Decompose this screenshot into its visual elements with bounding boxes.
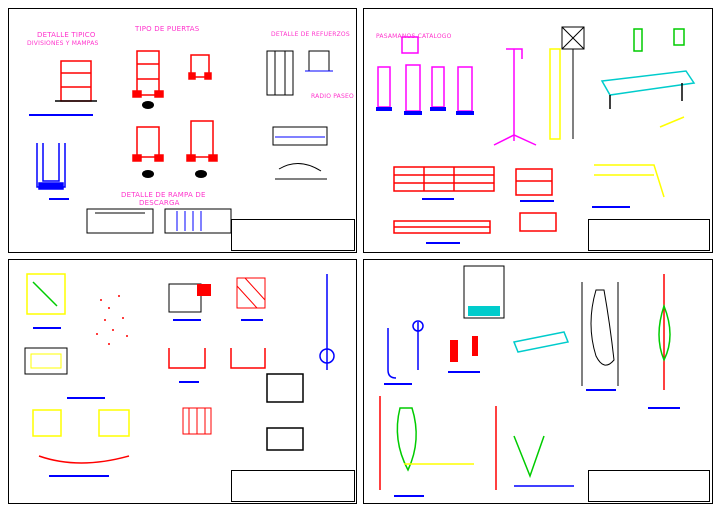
- panel-top-left-drawing: [29, 50, 333, 234]
- title-block-bottom-left: [231, 470, 355, 502]
- catalog-handrails: [377, 36, 473, 112]
- label-detalle-rampa: DETALLE DE RAMPA DE: [121, 191, 206, 199]
- rail-perspective: [512, 331, 570, 353]
- panel-bottom-left-drawing: [24, 273, 335, 477]
- manhole-details: [32, 409, 130, 437]
- plan-detail-yellow: [26, 273, 66, 315]
- grate-plan: [182, 407, 212, 435]
- box-section: [266, 373, 304, 451]
- green-assembly-right: [495, 406, 574, 490]
- section-box: [561, 26, 585, 139]
- door-type-1: [132, 50, 164, 98]
- wall-section: [463, 265, 505, 319]
- label-detalle-tipico: DETALLE TIPICO: [37, 31, 96, 39]
- channel-sections: [168, 348, 266, 369]
- bracket-details: [633, 28, 685, 128]
- tall-profile-green: [658, 274, 671, 390]
- title-underlines: [29, 114, 93, 200]
- hook-details: [387, 320, 424, 379]
- title-block-bottom-right: [588, 470, 710, 502]
- panel-top-right-drawing: [376, 26, 696, 244]
- gravel-section: [96, 295, 128, 345]
- tall-profile-white: [581, 282, 619, 386]
- label-detalle-refuerzos: DETALLE DE REFUERZOS: [271, 31, 350, 38]
- panel-top-right: PASAMANOS CATALOGO: [363, 8, 713, 253]
- label-tipo-de-puertas: TIPO DE PUERTAS: [135, 25, 200, 33]
- railing-elevation-2: [393, 220, 491, 234]
- door-type-4: [186, 120, 218, 162]
- panel-bottom-right: [363, 259, 713, 504]
- title-block-top-left: [231, 219, 355, 251]
- rail-perspective: [600, 70, 696, 109]
- railing-elevation-1: [393, 166, 495, 192]
- label-underlines: [422, 198, 630, 244]
- label-pasamanos: PASAMANOS CATALOGO: [376, 33, 452, 40]
- red-fixtures: [450, 336, 478, 362]
- panel-top-left: DETALLE TIPICO DIVISIONES Y MAMPAS TIPO …: [8, 8, 357, 253]
- label-descarga: DESCARGA: [139, 199, 180, 207]
- ramp-detail: [594, 164, 665, 198]
- catalog-bases: [376, 107, 474, 115]
- label-radio-paseo: RADIO PASEO: [311, 93, 354, 100]
- panel-bottom-right-drawing: [379, 265, 680, 497]
- reinforcement-detail: [266, 50, 333, 96]
- tank-detail: [24, 347, 68, 375]
- lamp-post: [493, 48, 537, 146]
- section-markers: [142, 101, 207, 178]
- pit-detail: [168, 283, 211, 313]
- green-assembly-left: [379, 396, 474, 490]
- label-underlines: [33, 319, 263, 477]
- wall-fixture: [549, 48, 561, 140]
- radio-detail: [272, 126, 328, 180]
- pipe-profile: [38, 455, 130, 464]
- channel-section: [36, 143, 66, 190]
- label-divisiones: DIVISIONES Y MAMPAS: [27, 40, 99, 47]
- door-type-2: [188, 54, 212, 80]
- door-type-3: [132, 126, 164, 162]
- title-block-top-right: [588, 219, 710, 251]
- hatched-box: [236, 277, 266, 309]
- label-underlines: [384, 371, 680, 497]
- panel-bottom-left: [8, 259, 357, 504]
- ramp-plan: [86, 208, 232, 234]
- partition-detail-left: [55, 60, 97, 102]
- railing-small: [515, 168, 557, 232]
- valve-elevation: [319, 274, 335, 370]
